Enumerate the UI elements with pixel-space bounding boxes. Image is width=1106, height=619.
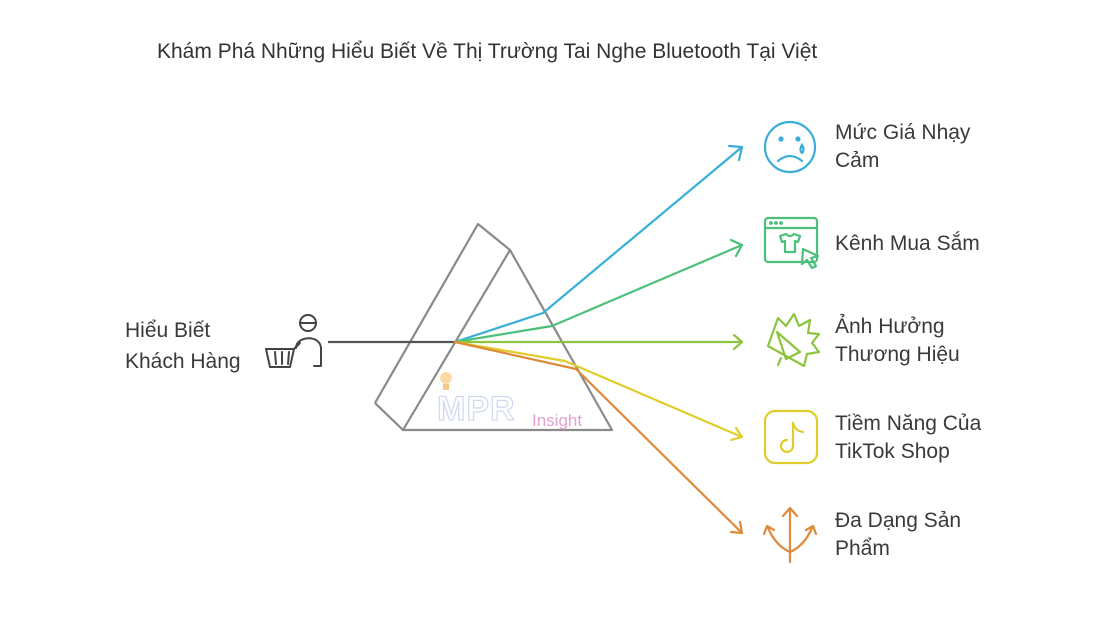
beam-products — [453, 340, 744, 535]
source-label-line2: Khách Hàng — [125, 350, 241, 373]
sad-face-icon — [763, 120, 817, 174]
output-label-products-line1: Đa Dạng Sản — [835, 509, 962, 532]
watermark-brand: MPR — [437, 390, 516, 428]
output-label-tiktok-line1: Tiềm Năng Của — [835, 412, 982, 435]
diverging-arrows-icon — [762, 506, 818, 564]
arrowhead-price — [727, 144, 744, 162]
output-label-brand-line2: Thương Hiệu — [835, 343, 960, 366]
tiktok-icon — [763, 409, 819, 465]
watermark: MPR Insight — [436, 372, 582, 430]
output-label-tiktok: Tiềm Năng Của TikTok Shop — [835, 410, 1075, 466]
megaphone-icon — [766, 312, 821, 368]
output-label-brand-line1: Ảnh Hưởng — [835, 315, 945, 338]
page-title: Khám Phá Những Hiểu Biết Về Thị Trường T… — [157, 40, 818, 63]
output-label-price: Mức Giá Nhạy Cảm — [835, 119, 1075, 175]
online-shop-icon — [763, 216, 820, 270]
bulb-icon — [440, 372, 452, 384]
output-label-products-line2: Phẩm — [835, 537, 890, 560]
source-label: Hiểu Biết Khách Hàng — [125, 315, 275, 377]
beam-channel — [453, 238, 744, 344]
beam-price — [453, 144, 744, 344]
arrowhead-products — [729, 520, 744, 535]
output-label-price-line1: Mức Giá Nhạy — [835, 121, 971, 144]
source-label-line1: Hiểu Biết — [125, 319, 211, 342]
output-label-channel: Kênh Mua Sắm — [835, 230, 1075, 258]
arrowhead-tiktok — [729, 426, 744, 442]
output-label-brand: Ảnh Hưởng Thương Hiệu — [835, 313, 1075, 369]
output-label-tiktok-line2: TikTok Shop — [835, 440, 950, 463]
prism — [374, 222, 614, 432]
shopper-with-basket-icon — [265, 314, 322, 368]
beam-brand — [453, 333, 744, 351]
output-label-price-line2: Cảm — [835, 149, 880, 172]
watermark-suffix: Insight — [532, 411, 582, 430]
output-label-products: Đa Dạng Sản Phẩm — [835, 507, 1075, 563]
prism-back-edge — [374, 222, 511, 404]
prism-front-face — [401, 248, 614, 432]
arrowhead-channel — [729, 238, 744, 258]
output-label-channel-line1: Kênh Mua Sắm — [835, 232, 980, 255]
arrowhead-brand — [732, 333, 744, 351]
prism-bottom-edge-back — [374, 402, 404, 431]
beam-tiktok — [453, 340, 744, 442]
